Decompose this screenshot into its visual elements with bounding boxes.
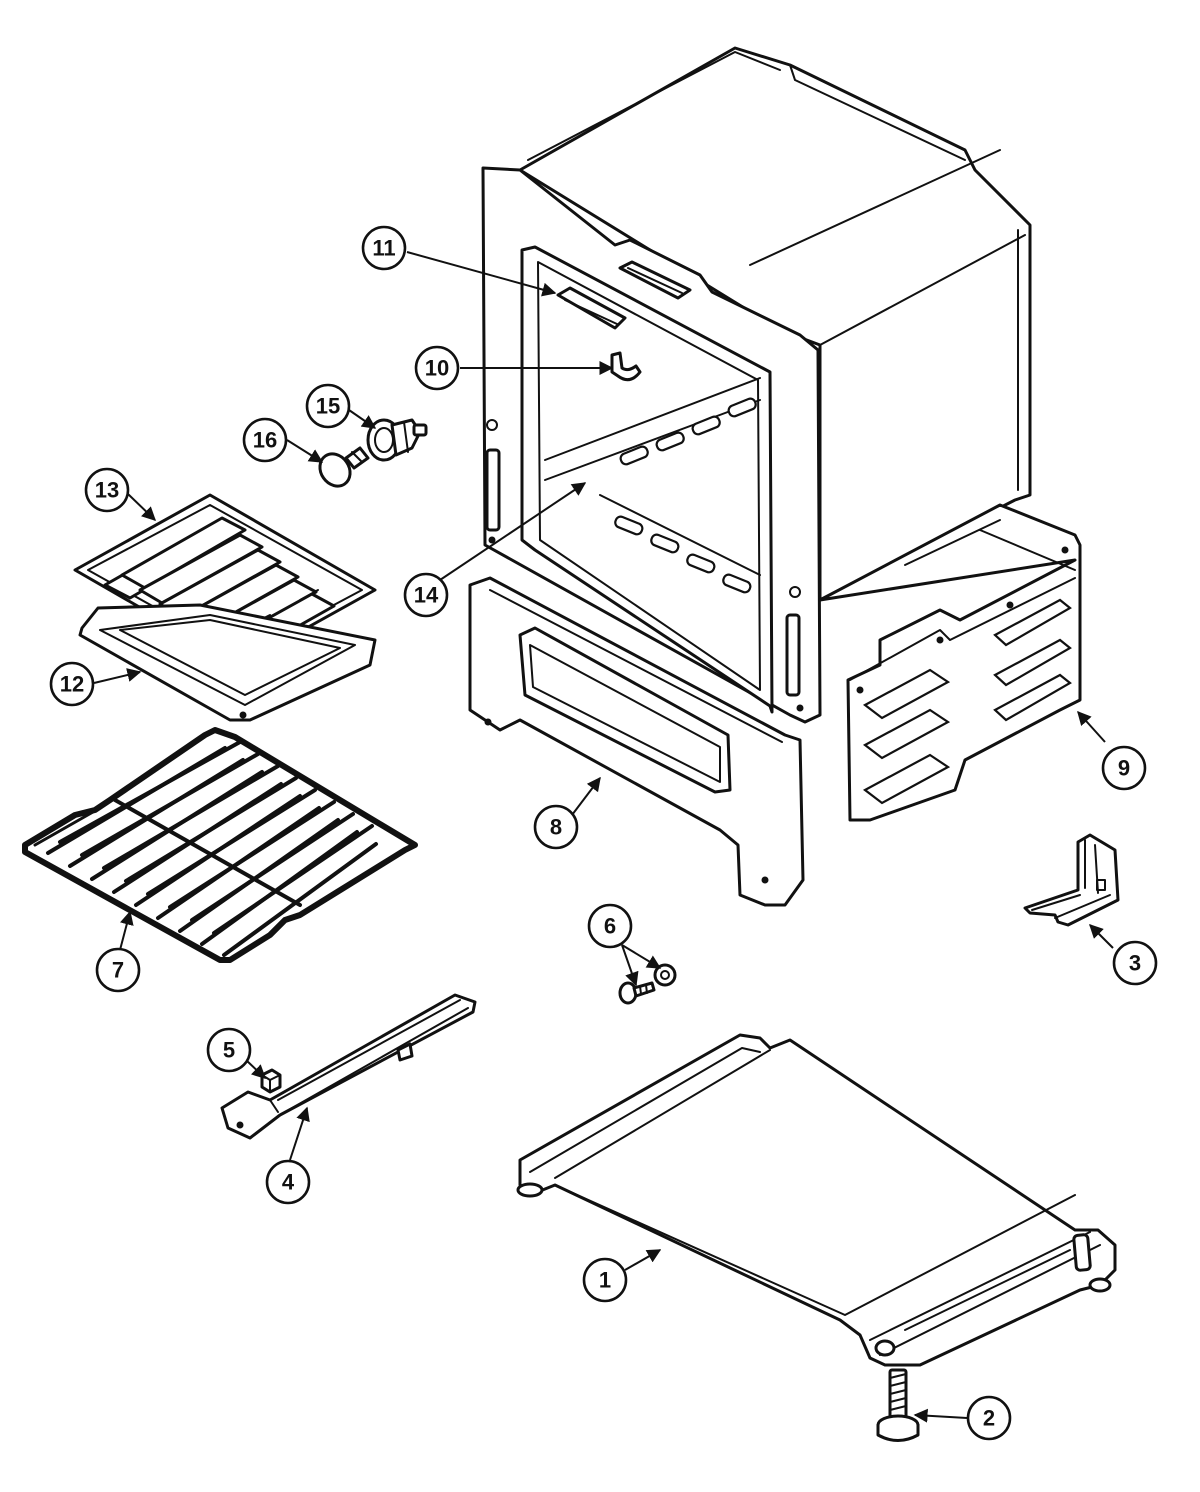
callout-11: 11	[361, 225, 407, 271]
callout-12: 12	[49, 661, 95, 707]
callout-8: 8	[533, 804, 579, 850]
callout-label: 6	[604, 914, 616, 939]
callout-1: 1	[582, 1257, 628, 1303]
callout-6: 6	[587, 903, 633, 949]
oven-rack-part	[22, 727, 418, 963]
leader-lines	[93, 251, 1114, 1423]
callout-7: 7	[95, 947, 141, 993]
callout-label: 9	[1118, 756, 1130, 781]
callout-label: 14	[414, 583, 439, 608]
side-panel-part	[818, 503, 1082, 822]
light-bulb-part	[318, 446, 370, 488]
callout-label: 10	[425, 356, 449, 381]
callout-13: 13	[84, 467, 130, 513]
oven-cavity	[481, 46, 1032, 724]
callout-14: 14	[403, 572, 449, 618]
callout-label: 2	[983, 1406, 995, 1431]
callout-2: 2	[966, 1395, 1012, 1441]
callout-label: 8	[550, 815, 562, 840]
bracket-part	[1023, 833, 1120, 927]
callout-10: 10	[414, 345, 460, 391]
callout-label: 7	[112, 958, 124, 983]
callout-label: 11	[372, 236, 395, 261]
callout-15: 15	[305, 383, 351, 429]
drawer-base-part	[516, 1033, 1117, 1367]
light-socket-part	[366, 418, 428, 462]
screw-and-washer-part	[618, 963, 677, 1005]
callout-9: 9	[1101, 745, 1147, 791]
callout-5: 5	[206, 1027, 252, 1073]
clip-part	[610, 351, 642, 382]
callout-3: 3	[1112, 940, 1158, 986]
callout-label: 1	[599, 1268, 611, 1293]
drawer-slide-part	[220, 993, 477, 1140]
callout-label: 4	[282, 1170, 295, 1195]
callout-label: 15	[316, 394, 340, 419]
light-lens-part	[556, 286, 627, 330]
callout-label: 12	[60, 672, 84, 697]
callout-label: 13	[95, 478, 119, 503]
broiler-pan-part	[78, 603, 377, 722]
leveling-leg-part	[876, 1368, 920, 1442]
drawer-front-panel-part	[468, 576, 805, 907]
callout-label: 16	[253, 428, 277, 453]
callout-label: 3	[1129, 951, 1141, 976]
callout-4: 4	[265, 1159, 311, 1205]
callout-16: 16	[242, 417, 288, 463]
slide-stop-part	[260, 1068, 282, 1094]
callout-label: 5	[223, 1038, 235, 1063]
